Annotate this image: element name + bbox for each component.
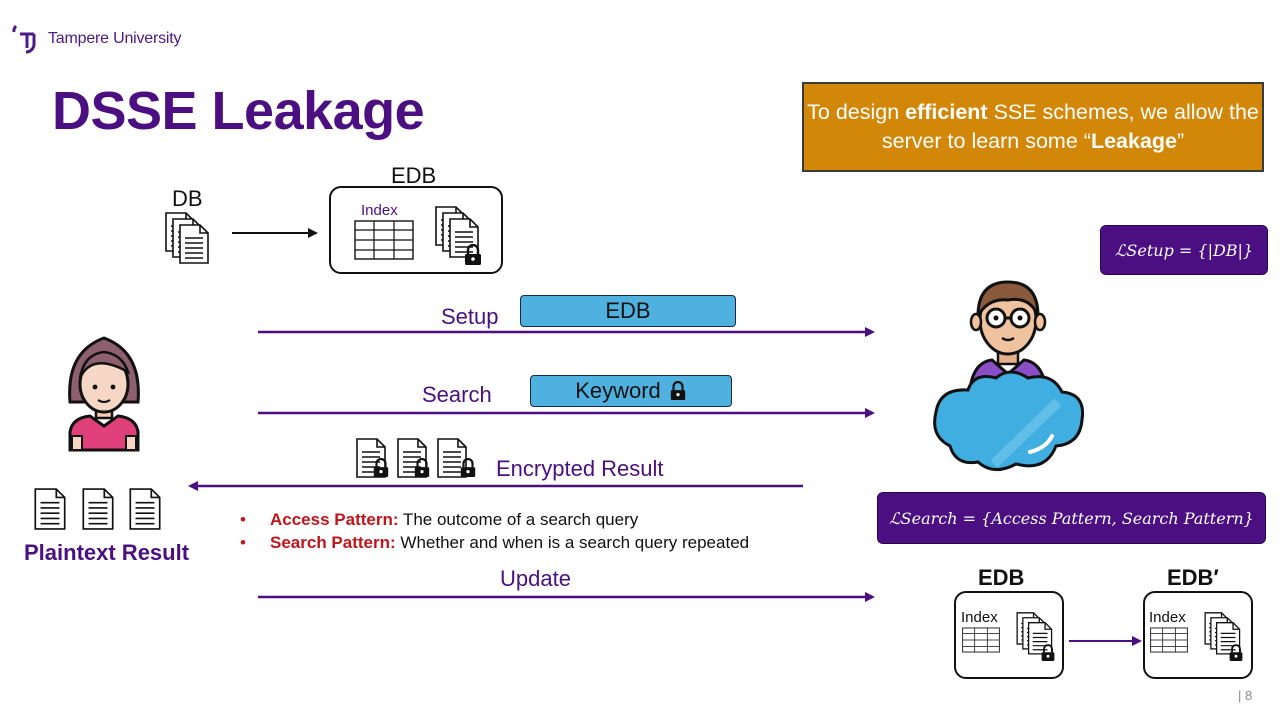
logo: Tampere University <box>12 22 182 56</box>
document-icon <box>129 488 161 530</box>
page-number: | 8 <box>1238 688 1253 703</box>
bullet-access-pattern-title: Access Pattern: <box>270 510 399 529</box>
callout-text-pre: To design <box>807 100 906 124</box>
search-label: Search <box>422 382 492 407</box>
encrypted-result-label: Encrypted Result <box>496 456 664 481</box>
lock-icon <box>669 381 687 401</box>
plaintext-result-label: Plaintext Result <box>24 540 190 565</box>
setup-edb-pill: EDB <box>520 295 736 327</box>
document-icon <box>34 488 66 530</box>
callout-text-mid: SSE schemes, we allow the server to lear… <box>881 100 1259 153</box>
search-arrow <box>258 408 875 418</box>
table-icon <box>1150 627 1188 653</box>
lock-icon <box>413 458 431 478</box>
edb-top-label: EDB <box>391 163 437 188</box>
bullet-access-pattern-text: The outcome of a search query <box>398 510 639 529</box>
arrow-icon <box>1069 636 1142 646</box>
edb-bottom-right-label: EDB′ <box>1167 565 1219 590</box>
leakage-search-formula: ℒSearch = {Access Pattern, Search Patter… <box>889 508 1254 528</box>
leakage-search-box: ℒSearch = {Access Pattern, Search Patter… <box>877 492 1266 544</box>
callout-bold-leakage: Leakage <box>1090 129 1177 153</box>
table-icon <box>354 220 414 260</box>
leakage-setup-box: ℒSetup = {|DB|} <box>1100 225 1268 275</box>
lock-icon <box>372 458 390 478</box>
update-label: Update <box>500 566 571 591</box>
result-arrow <box>188 481 803 491</box>
man-avatar-icon <box>933 280 1085 471</box>
edb-top-index-label: Index <box>361 202 398 219</box>
bullet-search-pattern-title: Search Pattern: <box>270 533 396 552</box>
logo-mark-icon <box>12 24 36 54</box>
edb-bottom-right-index-label: Index <box>1149 609 1186 626</box>
lock-icon <box>1228 644 1244 662</box>
lock-icon <box>1040 644 1056 662</box>
search-keyword-pill-text: Keyword <box>575 378 661 403</box>
search-keyword-pill: Keyword <box>530 375 732 407</box>
bullet-search-pattern-text: Whether and when is a search query repea… <box>395 533 750 552</box>
bullet-access-pattern: •Access Pattern: The outcome of a search… <box>240 510 639 529</box>
edb-bottom-left-label: EDB <box>978 565 1025 590</box>
leakage-setup-formula: ℒSetup = {|DB|} <box>1114 240 1254 260</box>
documents-icon <box>164 212 214 268</box>
update-arrow <box>258 592 875 602</box>
db-label: DB <box>172 186 203 211</box>
setup-edb-pill-text: EDB <box>605 298 651 323</box>
cloud-icon <box>933 370 1085 471</box>
table-icon <box>962 627 1000 653</box>
lock-icon <box>459 458 477 478</box>
callout-bold-efficient: efficient <box>905 100 988 124</box>
page-title: DSSE Leakage <box>52 81 425 141</box>
arrow-icon <box>232 228 318 238</box>
document-icon <box>82 488 114 530</box>
pattern-bullets: •Access Pattern: The outcome of a search… <box>240 508 749 554</box>
logo-text: Tampere University <box>48 30 182 47</box>
edb-bottom-left-index-label: Index <box>961 609 998 626</box>
woman-avatar-icon <box>68 336 140 452</box>
setup-label: Setup <box>441 304 499 329</box>
callout-text-post: ” <box>1177 129 1185 153</box>
leakage-callout: To design efficient SSE schemes, we allo… <box>802 82 1264 172</box>
setup-arrow <box>258 327 875 337</box>
bullet-search-pattern: •Search Pattern: Whether and when is a s… <box>240 533 750 552</box>
lock-icon <box>463 244 483 266</box>
